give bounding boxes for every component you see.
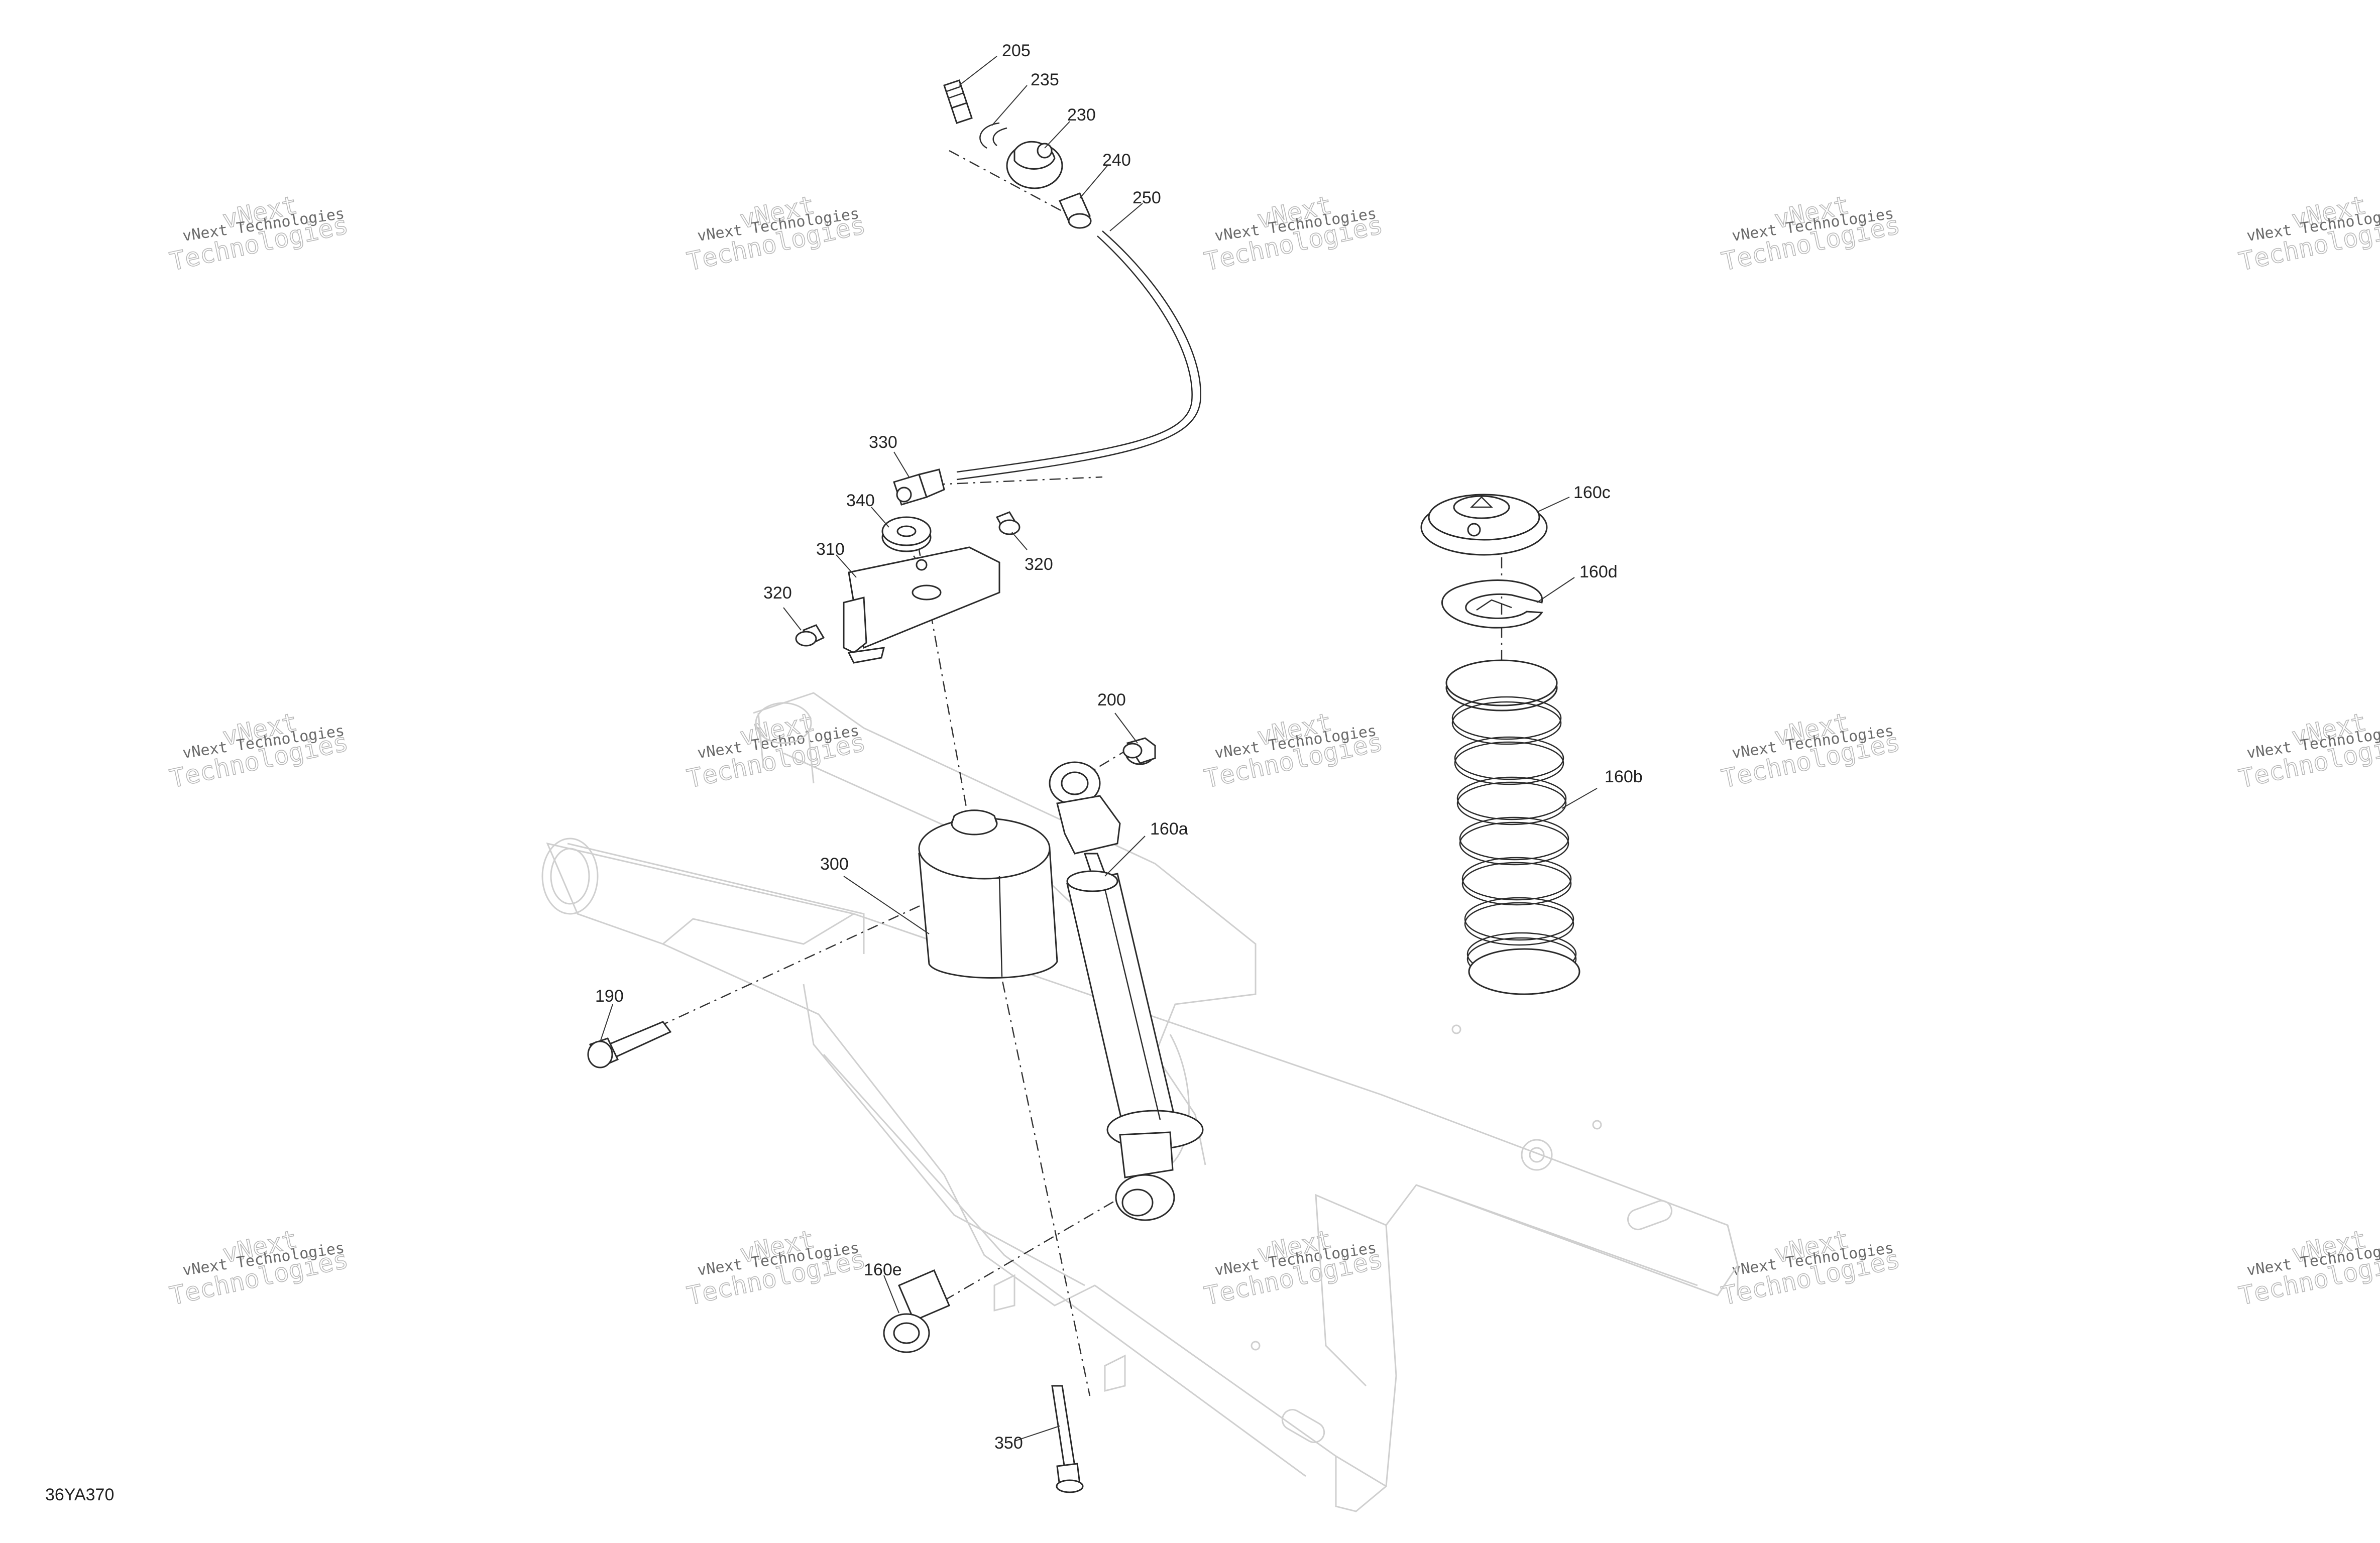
callout-310: 310: [816, 540, 845, 559]
part-320-screw-left[interactable]: [795, 624, 825, 647]
callout-205: 205: [1002, 41, 1031, 60]
callout-labels: 205 235 230 240 250 330 340 310 320 320 …: [595, 41, 1643, 1453]
callout-160a: 160a: [1150, 819, 1188, 839]
callout-240: 240: [1102, 151, 1131, 170]
callout-320-right: 320: [1025, 555, 1053, 574]
part-310-bracket[interactable]: [843, 546, 1000, 664]
callout-160c: 160c: [1573, 483, 1611, 502]
part-160e-bushing[interactable]: [883, 1269, 950, 1353]
callout-235: 235: [1031, 70, 1059, 89]
part-330-elbow-fitting[interactable]: [893, 468, 945, 506]
part-320-screw-right[interactable]: [995, 511, 1021, 535]
callout-200: 200: [1097, 690, 1126, 709]
callout-160d: 160d: [1579, 562, 1618, 581]
callout-160b: 160b: [1605, 767, 1643, 786]
part-250-hose[interactable]: [956, 230, 1202, 481]
watermark-layer: vNext Technologies vNext Technologies vN…: [167, 190, 2380, 1311]
callout-320-left: 320: [763, 583, 792, 603]
callout-330: 330: [869, 433, 897, 452]
part-230-cap[interactable]: [1006, 141, 1063, 189]
part-160a-shock-absorber[interactable]: [1049, 761, 1204, 1221]
part-190-bolt[interactable]: [587, 1021, 672, 1069]
part-160b-coil-spring[interactable]: [1445, 659, 1580, 995]
part-340-nut[interactable]: [881, 516, 932, 552]
part-350-long-bolt[interactable]: [1051, 1385, 1084, 1493]
callout-300: 300: [820, 855, 849, 874]
part-235-clip[interactable]: [979, 122, 1007, 149]
callout-350: 350: [994, 1434, 1023, 1453]
callout-160e: 160e: [864, 1260, 902, 1279]
part-240-connector[interactable]: [1058, 192, 1092, 229]
part-205-fitting[interactable]: [943, 79, 973, 124]
callout-190: 190: [595, 987, 624, 1006]
diagram-code: 36YA370: [45, 1485, 114, 1504]
part-160d-spring-clip[interactable]: [1441, 579, 1543, 629]
leader-lines: [600, 56, 1598, 1442]
part-160c-spring-seat[interactable]: [1420, 494, 1548, 556]
callout-250: 250: [1132, 188, 1161, 207]
callout-340: 340: [846, 491, 875, 510]
part-300-air-sleeve[interactable]: [918, 809, 1058, 979]
callout-230: 230: [1067, 105, 1096, 125]
part-200-bushing[interactable]: [1122, 737, 1156, 765]
